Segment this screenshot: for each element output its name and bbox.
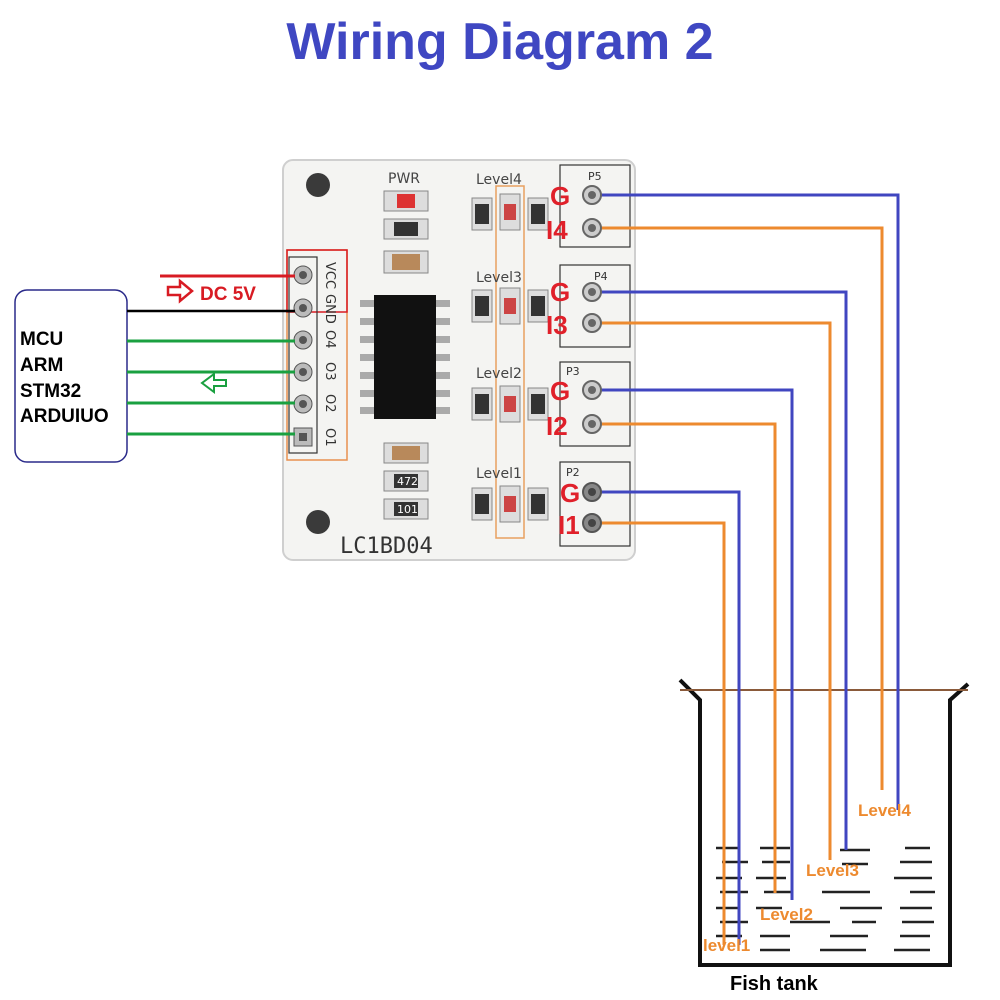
pin-label-o4: O4 [322,330,337,349]
i-wire-level1 [598,521,726,945]
port-label-p3: P3 [566,365,580,378]
port-label-p5: P5 [588,170,602,183]
power-arrow-icon [166,278,194,304]
terminal-label-i1: I1 [558,510,580,540]
level-row-1: Level1 [471,466,549,523]
water [716,846,935,952]
g-wire-level4 [598,193,900,810]
fish-tank: Fish tank [678,678,970,995]
port-box-p4 [559,264,631,348]
level-row-4: Level4 [471,172,549,231]
terminal-label-g4: G [550,181,570,211]
pin-label-o3: O3 [322,362,337,381]
mcu-box [14,289,128,463]
level-label-1: Level1 [476,466,522,482]
port-box-p3 [559,361,631,447]
resistor-mark: 472 [397,475,418,488]
terminal-label-g3: G [550,277,570,307]
mounting-hole [306,510,330,534]
terminal-label-i3: I3 [546,310,568,340]
level-label-4: Level4 [476,172,522,188]
port-box-p2 [559,461,631,547]
port-box-p5 [559,164,631,248]
diagram-title: Wiring Diagram 2 [286,13,714,71]
level-label-3: Level3 [476,270,522,286]
probe-wires [598,193,900,945]
mcu-wires: DC 5V [127,274,295,436]
signal-arrow-icon [200,372,227,394]
tank-level-label-2: Level2 [760,905,813,924]
terminal-label-i4: I4 [546,215,568,245]
board-name: LC1BD04 [340,534,433,559]
tank-level-label-3: Level3 [806,861,859,880]
pin-label-o1: O1 [322,428,337,447]
level-row-3: Level3 [471,270,549,325]
terminal-label-i2: I2 [546,411,568,441]
g-wire-level3 [598,290,848,850]
terminal-label-g2: G [550,376,570,406]
tank-level-label-1: level1 [703,936,750,955]
led-column-highlight [495,185,525,539]
mounting-hole [306,173,330,197]
terminals [582,185,602,533]
port-label-p2: P2 [566,466,580,479]
power-label: DC 5V [200,284,256,305]
i-wire-level2 [598,422,777,893]
i-wire-level3 [598,321,832,860]
ic-chip [360,295,450,419]
tank-label: Fish tank [730,973,819,995]
pin-label-vcc: VCC [322,262,337,289]
i-wire-level4 [598,226,884,790]
mcu-label-2: ARM [20,355,63,376]
port-label-p4: P4 [594,270,608,283]
terminal-label-g1: G [560,478,580,508]
level-row-2: Level2 [471,366,549,423]
g-wire-level2 [598,388,794,900]
mcu-label-4: ARDUIUO [20,406,109,427]
level-label-2: Level2 [476,366,522,382]
pwr-label: PWR [388,171,420,187]
resistor-mark: 101 [397,503,418,516]
pin-label-o2: O2 [322,394,337,413]
mcu-label-1: MCU [20,329,63,350]
mcu-label-3: STM32 [20,381,81,402]
pin-label-gnd: GND [322,294,337,324]
pcb-board: PWR 472 101 LC1BD04 [282,159,636,561]
tank-level-label-4: Level4 [858,801,911,820]
g-wire-level1 [598,490,741,945]
